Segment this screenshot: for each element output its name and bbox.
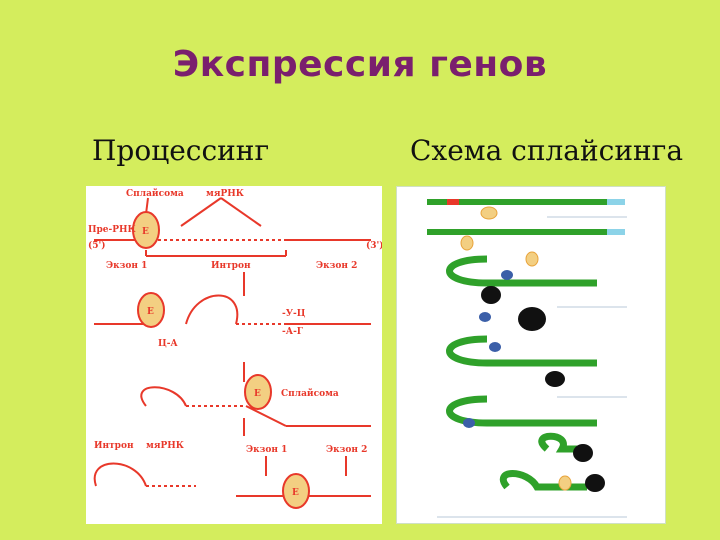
processing-diagram: Сплайсома мяРНК Пре-РНК (5') (3') Экзон … <box>86 186 382 524</box>
yellow-node-1 <box>481 207 497 219</box>
arrow-line <box>181 198 221 226</box>
label-mrna-2: мяРНК <box>146 441 185 451</box>
black-node-5 <box>585 474 605 492</box>
black-node-1 <box>481 286 501 304</box>
label-premrna: Пре-РНК <box>88 225 137 235</box>
label-3prime: (3') <box>366 240 382 251</box>
intron-loop-2 <box>186 296 237 325</box>
label-e-3: Е <box>254 389 261 399</box>
black-node-4 <box>573 444 593 462</box>
label-e-4: Е <box>292 488 299 498</box>
label-e-2: Е <box>147 307 154 317</box>
label-spliceosome-2: Сплайсома <box>281 388 339 399</box>
strand-1-end <box>607 199 625 205</box>
arrow-line <box>221 198 261 226</box>
blue-node-3 <box>489 342 501 352</box>
green-loop-5 <box>503 474 587 488</box>
splicing-scheme-svg <box>397 187 665 523</box>
label-ag: -А-Г <box>282 327 304 337</box>
green-loop-1 <box>450 259 598 283</box>
slide-title: Экспрессия генов <box>0 44 720 85</box>
yellow-node-2 <box>461 236 473 250</box>
label-exon1-b: Экзон 1 <box>246 445 287 455</box>
black-node-2 <box>518 307 546 331</box>
strand-2 <box>427 229 625 235</box>
yellow-node-3 <box>526 252 538 266</box>
join-strand-3 <box>246 406 286 426</box>
label-5prime: (5') <box>88 240 106 251</box>
blue-node-2 <box>479 312 491 322</box>
lariat-final <box>95 464 146 487</box>
green-loop-2 <box>450 339 598 363</box>
right-heading: Схема сплайсинга <box>410 134 683 167</box>
lariat-loop-3 <box>141 387 186 406</box>
splicing-scheme-diagram <box>396 186 666 524</box>
black-node-3 <box>545 371 565 387</box>
label-exon2-b: Экзон 2 <box>326 445 367 455</box>
label-e-1: Е <box>142 227 149 237</box>
processing-diagram-svg: Сплайсома мяРНК Пре-РНК (5') (3') Экзон … <box>86 186 382 524</box>
blue-node-1 <box>501 270 513 280</box>
strand-1-mark <box>447 199 459 205</box>
label-intron-2: Интрон <box>94 441 134 451</box>
blue-node-4 <box>463 418 475 428</box>
label-uc: -У-Ц <box>282 309 306 319</box>
label-ua: Ц-А <box>158 339 178 349</box>
label-intron: Интрон <box>211 261 251 271</box>
label-exon2: Экзон 2 <box>316 261 357 271</box>
strand-2-end <box>607 229 625 235</box>
label-mrna: мяРНК <box>206 189 245 199</box>
label-spliceosome: Сплайсома <box>126 188 184 199</box>
left-heading: Процессинг <box>92 134 269 167</box>
label-exon1: Экзон 1 <box>106 261 147 271</box>
yellow-node-4 <box>559 476 571 490</box>
